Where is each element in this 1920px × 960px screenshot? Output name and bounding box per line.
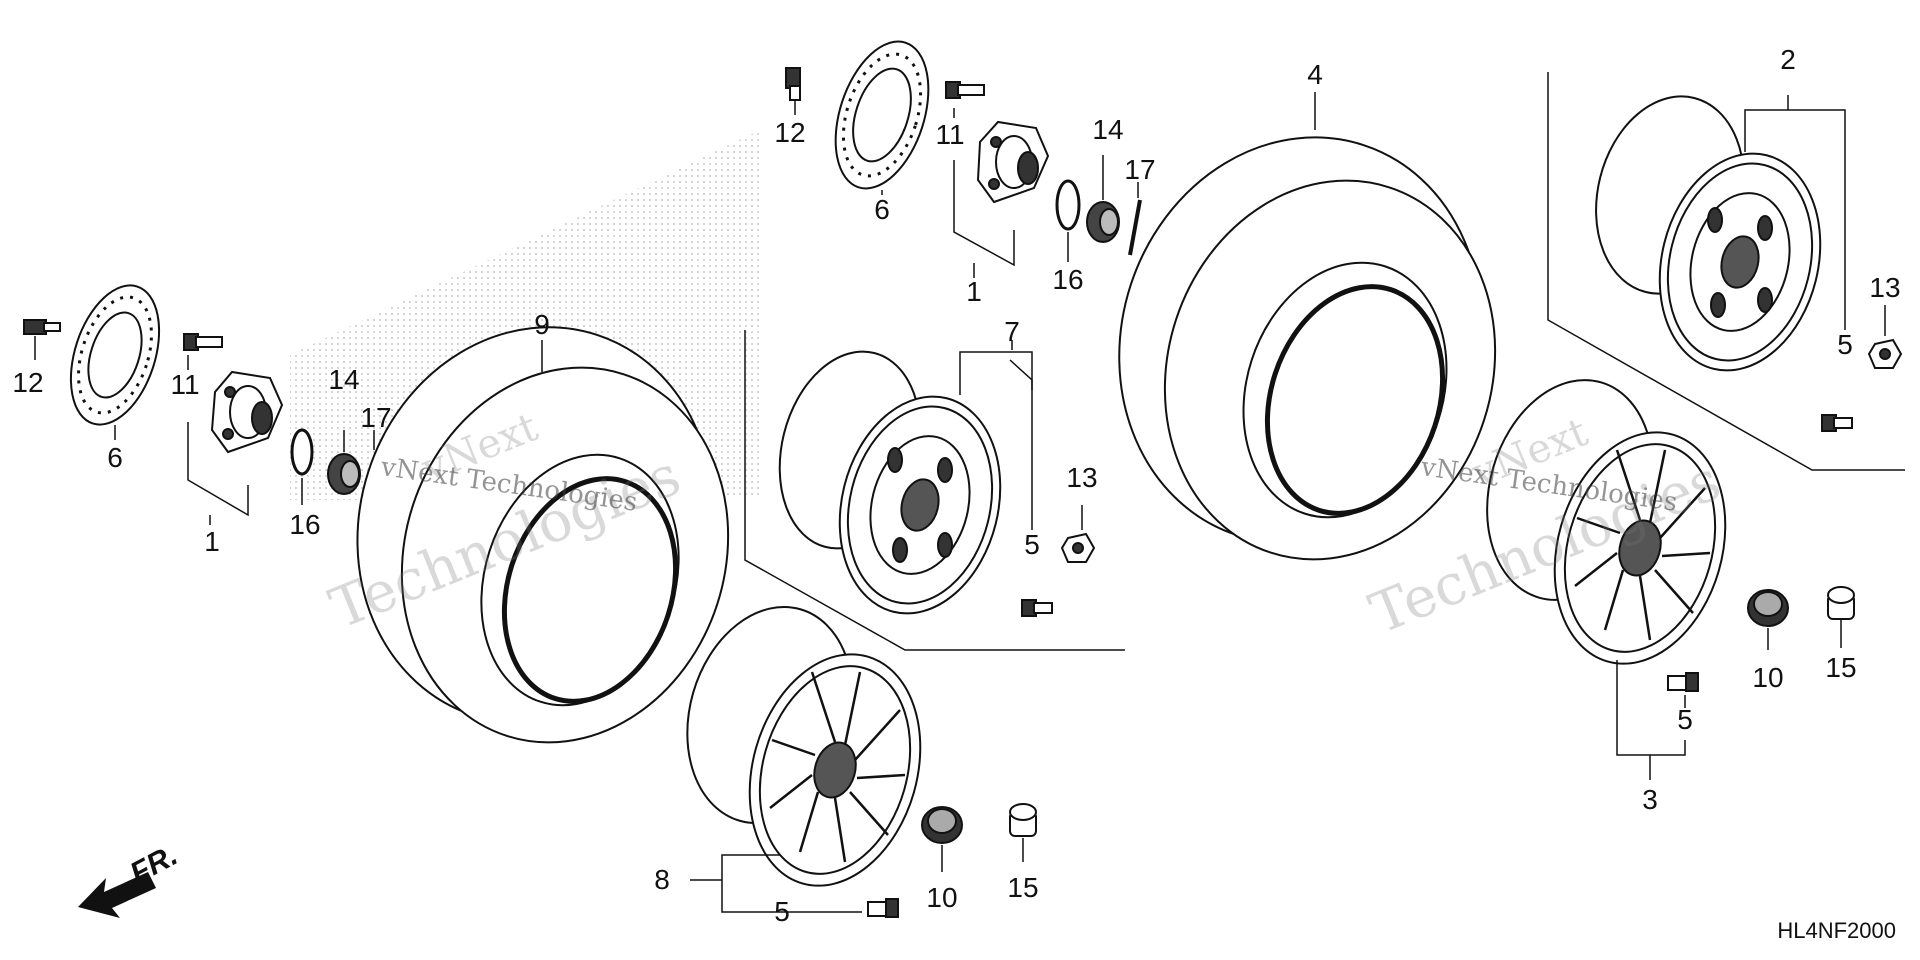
callout-12-top: 12 [774,117,806,148]
lug-nut-13-right [1867,338,1903,369]
valve-5-right-top [1821,414,1853,432]
steel-wheel-2 [1595,95,1822,372]
valve-5-bottom [867,898,899,918]
leaders-left-hub [34,336,375,525]
brake-disc-6-top [834,40,930,190]
stud-11-top [945,81,985,99]
leaders-8 [690,838,1024,913]
alloy-wheel-8 [686,605,922,887]
callout-13-mid: 13 [1066,462,1098,493]
callout-16-left: 16 [289,509,321,540]
washer-16-left [290,428,314,476]
callout-7: 7 [1004,316,1020,347]
lug-nut-13-mid [1060,532,1096,563]
callout-11-top: 11 [935,119,965,150]
leaders-top-hub [794,100,1139,278]
front-direction-arrow-icon [78,872,156,918]
callout-16-top: 16 [1052,264,1084,295]
left-hub-assembly [23,284,380,506]
lug-nut-10-bottom [921,806,963,844]
castle-nut-14-top [1086,201,1120,243]
callout-14-left: 14 [328,364,360,395]
bolt-12-top [785,67,801,101]
brake-disc-6-left [69,284,161,426]
callout-9: 9 [534,309,550,340]
callout-15-bottom: 15 [1007,872,1039,903]
washer-16-top [1055,179,1081,231]
bolt-12-left [23,319,61,335]
frame-lines [744,72,1905,651]
callout-5-right-top: 5 [1837,329,1853,360]
lug-nut-10-right [1747,589,1789,627]
castle-nut-14-left [327,453,361,495]
tire-4 [1118,136,1497,561]
callout-3: 3 [1642,784,1658,815]
callout-10-right: 10 [1752,662,1784,693]
callout-17-left: 17 [360,402,392,433]
cotter-pin-17-top [1128,199,1142,256]
callout-5-right-bottom: 5 [1677,704,1693,735]
callout-13-right: 13 [1869,272,1901,303]
hub-1-top [976,120,1050,204]
leaders-7 [959,340,1033,530]
callout-5-bottom: 5 [774,896,790,927]
valve-5-right-bottom [1667,672,1699,692]
stud-11-left [183,333,223,351]
callout-8: 8 [654,864,670,895]
leaders-3 [1616,620,1842,780]
leaders-2 [1744,95,1846,330]
callout-12-left: 12 [12,367,44,398]
lug-nut-15-bottom [1009,803,1037,837]
top-hub-assembly [785,40,1142,256]
callout-2: 2 [1780,44,1796,75]
callout-10-bottom: 10 [926,882,958,913]
callout-6-left: 6 [107,442,123,473]
lug-nut-15-right [1827,586,1855,620]
callout-14-top: 14 [1092,114,1124,145]
hub-1-left [210,370,284,454]
callout-6-top: 6 [874,194,890,225]
callout-11-left: 11 [170,369,200,400]
callout-17-top: 17 [1124,154,1156,185]
alloy-wheel-3 [1486,379,1727,665]
callout-5-mid: 5 [1024,529,1040,560]
callout-15-right: 15 [1825,652,1857,683]
diagram-code: HL4NF2000 [1777,918,1896,943]
valve-5-mid [1021,599,1053,617]
callout-1-left: 1 [204,526,220,557]
callout-4: 4 [1307,59,1323,90]
callout-1-top: 1 [966,276,982,307]
steel-wheel-7 [778,350,1002,615]
tire-9 [356,326,730,744]
